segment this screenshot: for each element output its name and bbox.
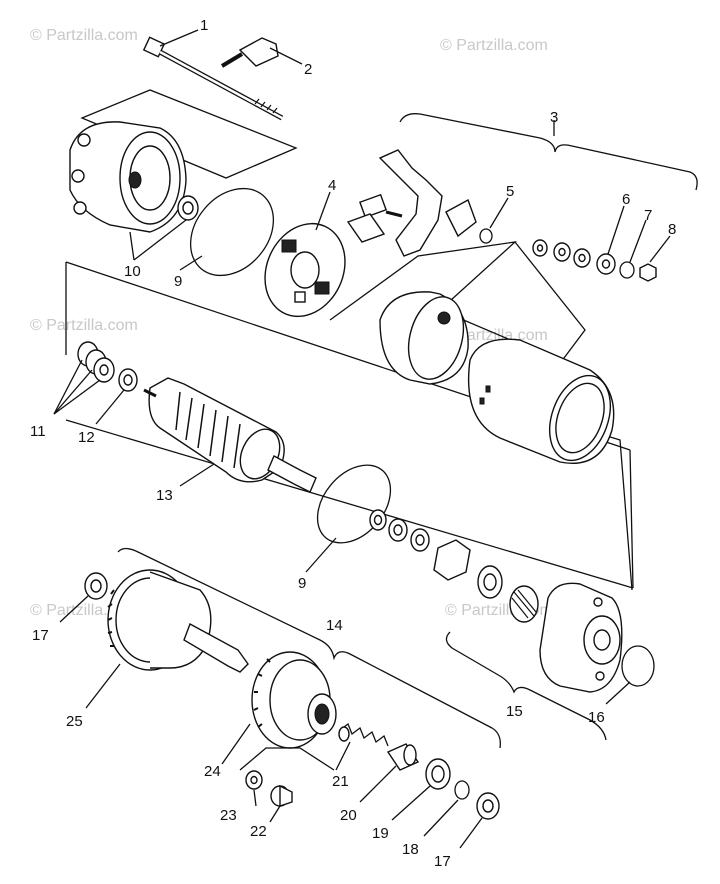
label-16: 16 bbox=[588, 709, 605, 726]
ring-19 bbox=[425, 758, 451, 790]
label-15: 15 bbox=[506, 703, 523, 720]
label-17-lower: 17 bbox=[434, 853, 451, 870]
watermark-top-right: © Partzilla.com bbox=[440, 37, 548, 54]
label-11: 11 bbox=[30, 423, 46, 440]
label-22: 22 bbox=[250, 823, 267, 840]
bolt bbox=[220, 37, 279, 68]
label-4: 4 bbox=[328, 177, 336, 194]
label-20: 20 bbox=[340, 807, 357, 824]
front-housing bbox=[539, 582, 623, 693]
small-washer bbox=[479, 228, 493, 244]
label-14: 14 bbox=[326, 617, 343, 634]
brush-set bbox=[77, 341, 115, 383]
label-19: 19 bbox=[372, 825, 389, 842]
snap-ring-18 bbox=[454, 780, 470, 800]
yoke-ring bbox=[379, 291, 469, 385]
label-8: 8 bbox=[668, 221, 676, 238]
label-9-upper: 9 bbox=[174, 273, 182, 290]
lock-plate bbox=[433, 539, 471, 581]
label-24: 24 bbox=[204, 763, 221, 780]
o-ring-lower bbox=[316, 464, 392, 544]
watermarks: © Partzilla.com © Partzilla.com © Partzi… bbox=[30, 27, 553, 619]
label-12: 12 bbox=[78, 429, 95, 446]
washer-17-upper bbox=[84, 572, 108, 600]
washer-17-lower bbox=[476, 792, 500, 820]
through-bolt bbox=[142, 36, 284, 121]
label-5: 5 bbox=[506, 183, 514, 200]
planetary-gear-shaft bbox=[107, 569, 249, 673]
bracket-14 bbox=[117, 547, 501, 749]
bracket-3 bbox=[399, 113, 698, 191]
label-17-upper: 17 bbox=[32, 627, 49, 644]
watermark-mid-left: © Partzilla.com bbox=[30, 317, 138, 334]
label-7: 7 bbox=[644, 207, 652, 224]
o-ring-16 bbox=[621, 645, 655, 687]
o-ring-upper bbox=[189, 187, 275, 277]
watermark-top-left: © Partzilla.com bbox=[30, 27, 138, 44]
washer-stack bbox=[532, 239, 657, 282]
label-13: 13 bbox=[156, 487, 173, 504]
label-3: 3 bbox=[550, 109, 558, 126]
label-1: 1 bbox=[200, 17, 208, 34]
leader-lines bbox=[53, 29, 671, 849]
brush-plate bbox=[264, 222, 346, 318]
label-9-lower: 9 bbox=[298, 575, 306, 592]
seal-bearing bbox=[477, 565, 539, 623]
brush-holder bbox=[346, 149, 477, 257]
armature bbox=[143, 377, 317, 493]
nut-23 bbox=[245, 770, 263, 790]
label-18: 18 bbox=[402, 841, 419, 858]
shim-stack bbox=[369, 509, 430, 552]
label-2: 2 bbox=[304, 61, 312, 78]
guide-line-c bbox=[65, 419, 634, 589]
overrunning-clutch bbox=[251, 651, 337, 749]
washer-12 bbox=[118, 368, 138, 392]
guide-brush-box bbox=[329, 241, 518, 321]
part-labels: 1 2 3 4 5 6 7 8 9 10 11 12 13 14 15 16 1… bbox=[30, 17, 676, 870]
label-23: 23 bbox=[220, 807, 237, 824]
spring bbox=[338, 722, 389, 747]
sleeve bbox=[386, 743, 420, 771]
label-21: 21 bbox=[332, 773, 349, 790]
label-6: 6 bbox=[622, 191, 630, 208]
bracket-15 bbox=[445, 631, 607, 741]
label-25: 25 bbox=[66, 713, 83, 730]
guide-line-d bbox=[629, 449, 634, 589]
label-10: 10 bbox=[124, 263, 141, 280]
end-housing bbox=[69, 121, 199, 233]
pin-22 bbox=[270, 784, 293, 807]
motor-yoke bbox=[467, 338, 615, 464]
